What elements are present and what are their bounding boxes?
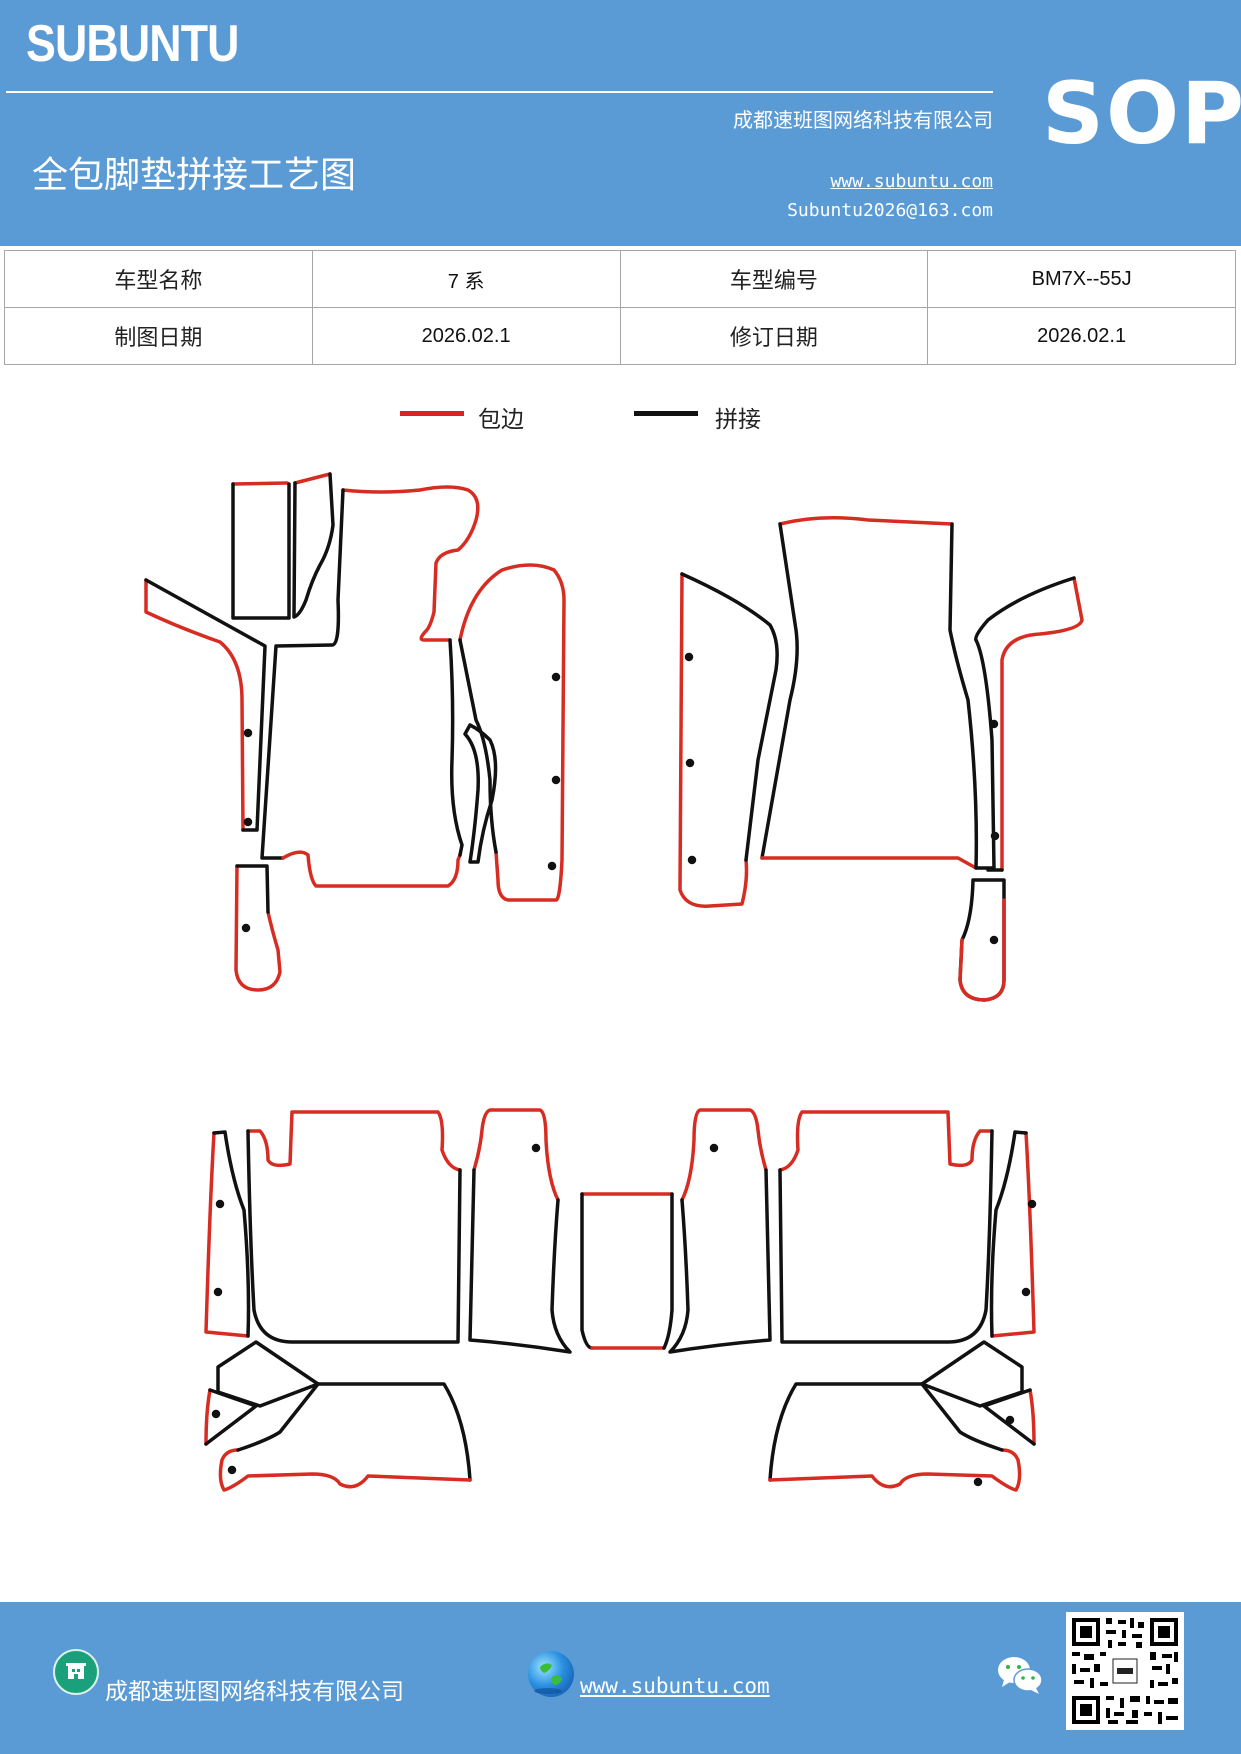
revise-date-label: 修订日期 (619, 307, 929, 365)
footer-banner: 成都速班图网络科技有限公司 www.subuntu.com (0, 1602, 1241, 1754)
model-name-label: 车型名称 (4, 250, 313, 308)
draw-date-label: 制图日期 (4, 307, 313, 365)
qr-code (1066, 1612, 1184, 1730)
model-name-value: 7 系 (311, 250, 621, 308)
edging-swatch (400, 411, 464, 416)
edging-label: 包边 (478, 407, 524, 433)
sop-label: SOP (1042, 64, 1241, 164)
revise-date-value: 2026.02.1 (927, 307, 1236, 365)
model-code-label: 车型编号 (619, 250, 929, 308)
header-banner: SUBUNTU 成都速班图网络科技有限公司 全包脚垫拼接工艺图 www.subu… (0, 0, 1241, 246)
brand-logo: SUBUNTU (26, 15, 239, 73)
rear-left-mat-group (204, 1108, 674, 1492)
front-left-mat-group (144, 472, 566, 992)
footer-company-name: 成都速班图网络科技有限公司 (105, 1679, 404, 1705)
email-address[interactable]: Subuntu2026@163.com (787, 200, 993, 221)
table-row: 制图日期 2026.02.1 修订日期 2026.02.1 (4, 307, 1236, 365)
model-code-value: BM7X--55J (927, 250, 1236, 308)
splice-swatch (634, 411, 698, 416)
website-link[interactable]: www.subuntu.com (830, 171, 993, 192)
draw-date-value: 2026.02.1 (311, 307, 621, 365)
front-right-mat-group (678, 516, 1084, 1002)
info-table: 车型名称 7 系 车型编号 BM7X--55J 制图日期 2026.02.1 修… (4, 250, 1236, 365)
rear-right-mat-group (668, 1108, 1037, 1492)
wechat-icon[interactable] (996, 1654, 1044, 1696)
floor-mat-diagram (144, 472, 1084, 1492)
building-icon (53, 1649, 99, 1695)
header-divider (6, 91, 993, 93)
footer-website-link[interactable]: www.subuntu.com (580, 1674, 770, 1698)
document-title: 全包脚垫拼接工艺图 (32, 155, 357, 196)
table-row: 车型名称 7 系 车型编号 BM7X--55J (4, 250, 1236, 308)
company-name: 成都速班图网络科技有限公司 (733, 108, 993, 132)
splice-label: 拼接 (715, 407, 761, 433)
globe-icon (528, 1651, 574, 1697)
